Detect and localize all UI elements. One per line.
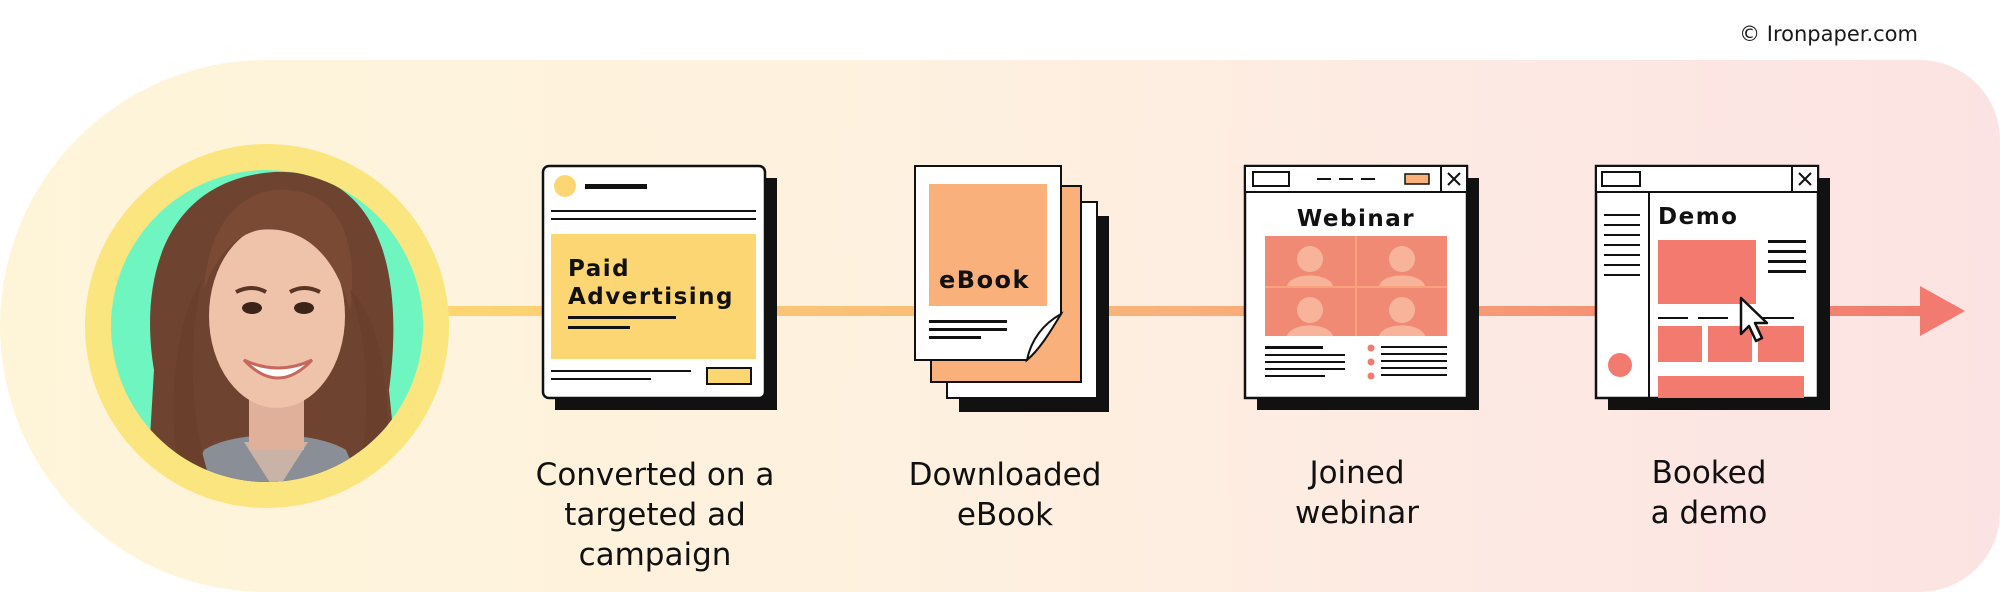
illus-label-line-1: eBook [939,266,1030,294]
webinar-window-icon: Webinar [1243,164,1479,410]
step-label-ebook: Downloaded eBook [835,455,1175,535]
timeline-line [440,306,1926,316]
step-label-demo: Booked a demo [1539,453,1879,533]
label-line-2: webinar [1294,495,1420,531]
ebook-pages-icon: eBook [914,165,1109,412]
step-label-ad-campaign: Converted on a targeted ad campaign [485,455,825,575]
copyright-notice: © Ironpaper.com [1739,22,1918,46]
arrow-right-icon [1920,286,1965,336]
label-line-2: a demo [1650,495,1768,531]
label-line-1: Joined [1309,455,1405,491]
label-line-1: Downloaded [908,457,1102,493]
label-line-2: eBook [956,497,1054,533]
paid-ad-document-icon: Paid Advertising [541,164,777,410]
illus-label-line-1: Demo [1658,204,1738,230]
person-portrait-photo [85,144,449,508]
illus-label-line-1: Webinar [1297,206,1415,232]
illus-label-line-2: Advertising [568,284,734,310]
illus-label-line-1: Paid [568,256,630,282]
step-label-webinar: Joined webinar [1187,453,1527,533]
demo-window-icon: Demo [1594,164,1830,410]
label-line-1: Booked [1651,455,1767,491]
label-line-2: targeted ad campaign [564,497,746,573]
label-line-1: Converted on a [535,457,775,493]
mouse-cursor-icon [1739,296,1769,343]
